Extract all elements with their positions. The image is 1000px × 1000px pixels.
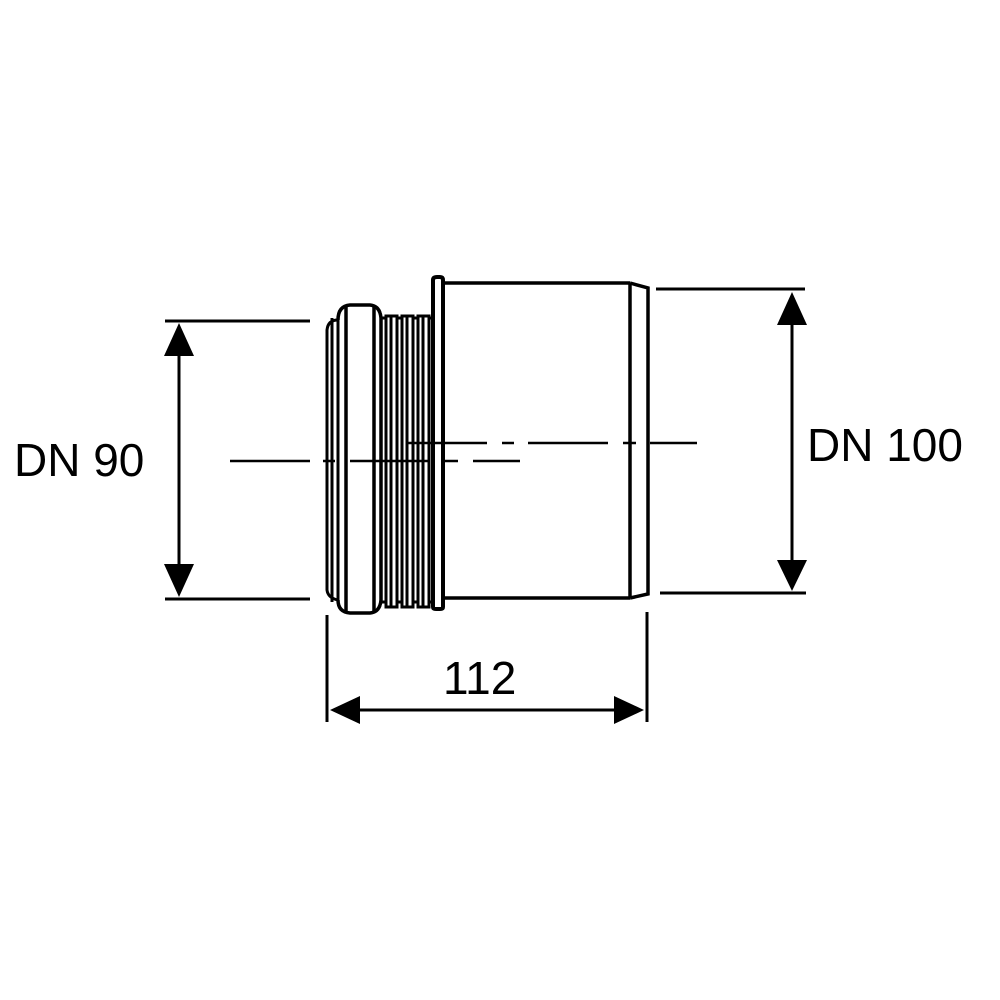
length-label: 112: [443, 652, 517, 704]
dn100-arrow-down-icon: [777, 560, 807, 591]
length-dimension: [325, 612, 649, 722]
dn90-dimension: [165, 319, 310, 601]
pipe-adapter-body: [325, 275, 650, 615]
thread-ridges: [381, 314, 433, 609]
dn100-dimension: [656, 287, 806, 595]
dn90-arrow-down-icon: [164, 564, 194, 597]
nut-ring: [336, 303, 383, 615]
dn100-arrow-up-icon: [777, 292, 807, 325]
flange-collar: [431, 275, 445, 611]
main-cylinder: [443, 281, 650, 600]
dn90-label: DN 90: [14, 434, 145, 486]
centerlines: [230, 441, 697, 463]
dn100-label: DN 100: [807, 419, 963, 471]
length-arrow-right-icon: [614, 696, 644, 724]
dn90-arrow-up-icon: [164, 323, 194, 356]
left-seal-lip: [325, 318, 340, 602]
length-arrow-left-icon: [330, 696, 360, 724]
